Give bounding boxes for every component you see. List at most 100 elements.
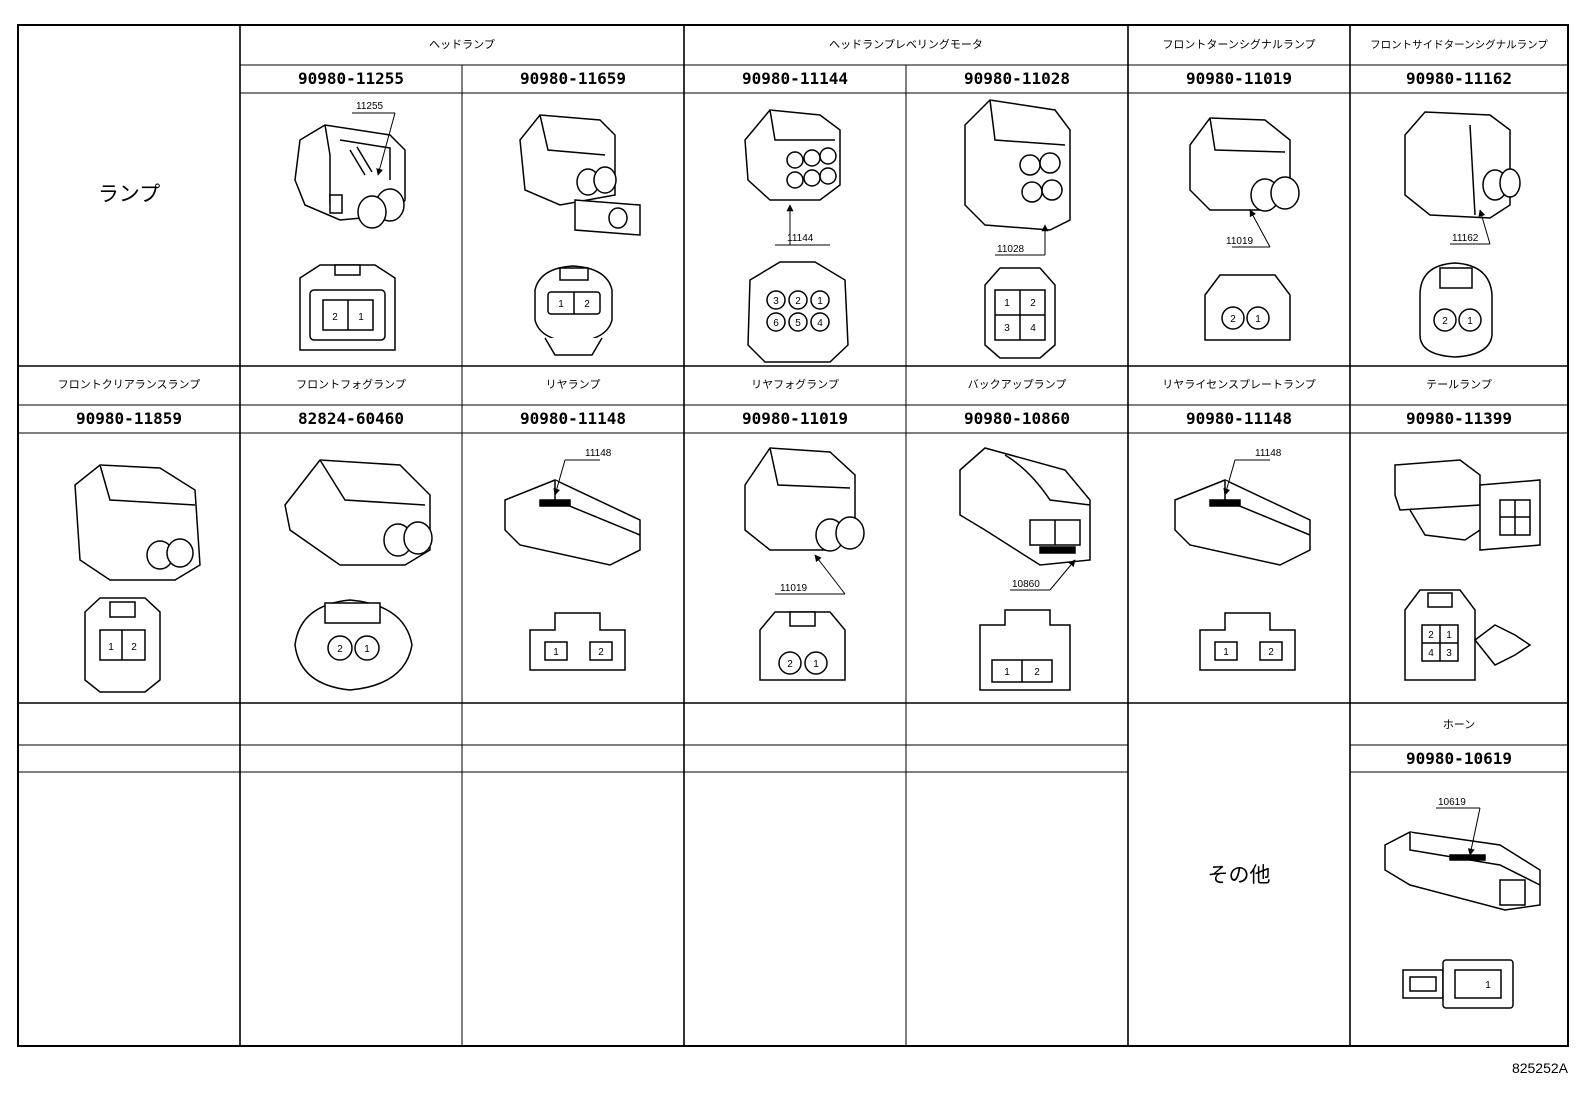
part-number: 90980-11255 [298,69,404,88]
svg-text:1: 1 [1446,630,1452,641]
category-license-plate: リヤライセンスプレートランプ [1162,378,1316,391]
part-number: 82824-60460 [298,409,404,428]
category-front-turn-signal: フロントターンシグナルランプ [1162,38,1316,51]
connector-3d [1404,111,1521,219]
part-number: 90980-11659 [520,69,626,88]
pin-labels: 1 2 [558,299,590,310]
callout-label: 10619 [1438,797,1466,808]
connector-face [1419,262,1493,358]
pin-labels: 1 2 10860 [1004,579,1040,678]
svg-text:2: 2 [795,296,801,307]
connector-face [984,267,1056,359]
callout-label: 11144 [787,233,814,244]
part-number: 90980-11148 [1186,409,1292,428]
part-number: 90980-11162 [1406,69,1512,88]
part-number: 90980-11028 [964,69,1070,88]
drawing-code: 825252A [1511,1060,1568,1076]
category-rear-fog: リヤフォグランプ [751,378,839,391]
svg-text:3: 3 [773,296,779,307]
pin-labels: 1 2 [108,642,137,653]
svg-text:1: 1 [364,644,370,655]
connector-3d [1394,459,1541,551]
part-number: 90980-11859 [76,409,182,428]
svg-text:2: 2 [1442,316,1448,327]
connector-face [1199,612,1296,671]
svg-text:3: 3 [1446,648,1452,659]
connector-face [534,265,613,356]
connector-3d [74,464,201,581]
pin-labels: 1 2 11148 [553,448,612,658]
connector-3d [294,124,406,229]
category-front-side-turn-signal: フロントサイドターンシグナルランプ [1370,39,1548,51]
connector-face [1204,274,1291,341]
row-label-other: その他 [1207,863,1271,887]
part-number: 90980-11148 [520,409,626,428]
svg-text:1: 1 [553,647,559,658]
svg-text:2: 2 [787,659,793,670]
connector-face [294,599,413,691]
callout-label: 11255 [356,101,384,112]
category-headlamp: ヘッドランプ [429,38,495,51]
pin-labels: 2 1 4 3 [1428,630,1452,659]
pin-labels: 2 1 11019 [780,583,819,670]
svg-text:4: 4 [1030,323,1036,334]
svg-text:2: 2 [332,312,338,323]
pin-labels: 3 2 1 6 5 4 11144 [773,233,823,329]
svg-text:5: 5 [795,318,801,329]
svg-text:2: 2 [1034,667,1040,678]
connector-face [979,609,1071,691]
connector-3d [519,114,641,236]
connector-face [1404,589,1532,681]
svg-text:2: 2 [1030,298,1036,309]
part-number: 90980-11019 [742,409,848,428]
connector-face [529,612,626,671]
svg-text:2: 2 [337,644,343,655]
pin-labels: 1 2 11148 [1223,448,1282,658]
svg-text:2: 2 [1230,314,1236,325]
connector-face [84,597,161,693]
svg-text:1: 1 [1004,298,1010,309]
svg-text:1: 1 [817,296,823,307]
part-number: 90980-11144 [742,69,848,88]
svg-text:6: 6 [773,318,779,329]
svg-text:1: 1 [1467,316,1473,327]
connector-3d [744,447,865,552]
svg-text:4: 4 [1428,648,1434,659]
svg-text:1: 1 [358,312,364,323]
category-rear-lamp: リヤランプ [545,378,601,391]
pin-labels: 2 1 11255 [332,101,383,323]
svg-text:1: 1 [1223,647,1229,658]
category-tail-lamp: テールランプ [1426,378,1492,391]
pin-labels: 2 1 [337,644,370,655]
connector-face [299,264,396,351]
part-number: 90980-11399 [1406,409,1512,428]
callout-label: 10860 [1012,579,1040,590]
connector-3d [1189,117,1300,212]
part-number: 90980-10619 [1406,749,1512,768]
callout-label: 11162 [1452,233,1479,244]
part-number: 90980-10860 [964,409,1070,428]
svg-text:1: 1 [813,659,819,670]
callout-label: 11148 [585,448,612,459]
pin-labels: 1 2 3 4 11028 [997,244,1036,334]
connector-3d [964,99,1071,231]
svg-text:1: 1 [1004,667,1010,678]
category-headlamp-leveling-motor: ヘッドランプレベリングモータ [829,38,983,51]
svg-text:1: 1 [108,642,114,653]
connector-3d [284,459,433,566]
connector-face [1402,959,1514,1009]
svg-text:2: 2 [1428,630,1434,641]
svg-text:2: 2 [1268,647,1274,658]
callout-label: 11019 [780,583,808,594]
pin-labels: 2 1 11019 [1226,236,1261,325]
connector-3d [1384,831,1541,911]
category-horn: ホーン [1442,718,1476,731]
callout-label: 11028 [997,244,1025,255]
category-front-clearance: フロントクリアランスランプ [57,378,201,391]
svg-text:1: 1 [558,299,564,310]
category-front-fog: フロントフォグランプ [296,378,406,391]
pin-labels: 2 1 11162 [1442,233,1479,327]
